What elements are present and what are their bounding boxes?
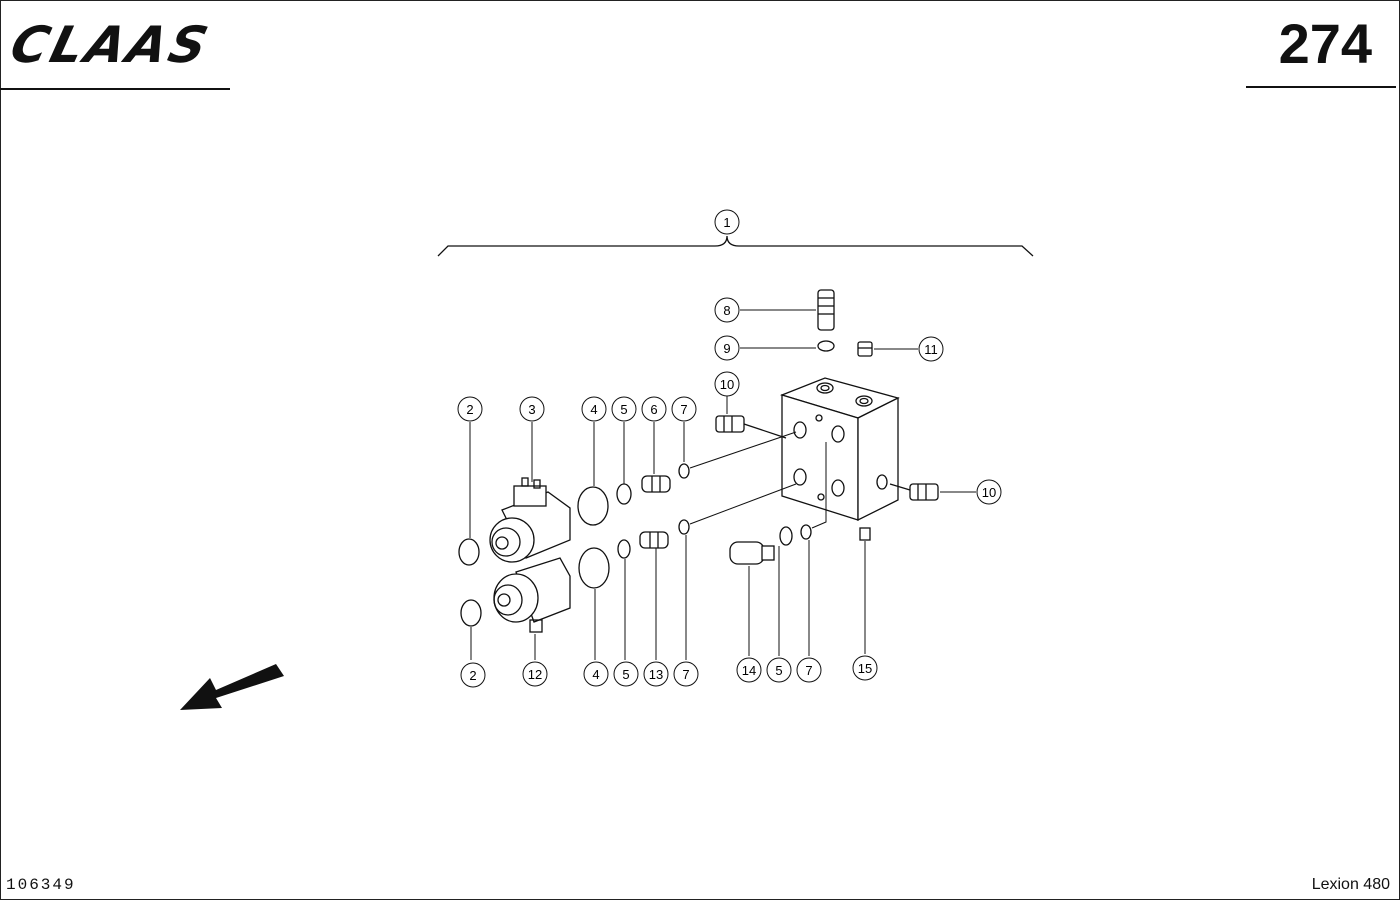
callout-number: 7: [680, 402, 687, 417]
callout-number: 3: [528, 402, 535, 417]
leader-lines: [469, 309, 976, 660]
header-rule-left: [0, 88, 230, 90]
part-6-cartridge: [641, 475, 671, 493]
callout-7-right: 7: [796, 657, 822, 683]
callout-4-upper: 4: [581, 396, 607, 422]
part-11-plug: [857, 341, 873, 357]
part-2-seal-lower: [460, 599, 482, 627]
callout-number: 7: [805, 663, 812, 678]
callout-6: 6: [641, 396, 667, 422]
callout-number: 5: [775, 663, 782, 678]
axis-line-lower: [689, 483, 797, 525]
callout-2-upper: 2: [457, 396, 483, 422]
callout-1: 1: [714, 209, 740, 235]
callout-number: 8: [723, 303, 730, 318]
part-7-seal-mid: [678, 519, 690, 535]
part-13-cartridge: [639, 531, 669, 549]
part-7-seal-right: [800, 524, 812, 540]
callout-10-left: 10: [714, 371, 740, 397]
callout-3: 3: [519, 396, 545, 422]
callout-number: 9: [723, 341, 730, 356]
part-8-fitting: [817, 289, 835, 331]
part-14-valve: [729, 541, 775, 565]
header-rule-right: [1246, 86, 1396, 88]
callout-8: 8: [714, 297, 740, 323]
callout-4-lower: 4: [583, 661, 609, 687]
callout-number: 14: [742, 663, 756, 678]
callout-layer: 1 2 2 3 4 4 5 5 5 6 7 7 7 8 9 10 10 11 1…: [457, 209, 1002, 688]
part-9-seal: [817, 340, 835, 352]
document-number: 106349: [6, 876, 76, 894]
callout-number: 15: [858, 661, 872, 676]
valve-block: [780, 377, 900, 522]
part-2-seal-upper: [458, 538, 480, 566]
callout-number: 7: [682, 667, 689, 682]
part-10-fitting-left: [715, 415, 787, 439]
callout-number: 2: [469, 668, 476, 683]
callout-number: 5: [620, 402, 627, 417]
callout-number: 13: [649, 667, 663, 682]
axis-line-right: [811, 442, 827, 529]
part-10-fitting-right: [889, 483, 939, 501]
callout-number: 6: [650, 402, 657, 417]
callout-15: 15: [852, 655, 878, 681]
callout-2-lower: 2: [460, 662, 486, 688]
callout-13: 13: [643, 661, 669, 687]
callout-number: 10: [982, 485, 996, 500]
callout-number: 4: [590, 402, 597, 417]
part-4-ring-upper: [577, 486, 609, 526]
callout-5-upper: 5: [611, 396, 637, 422]
callout-7-mid: 7: [673, 661, 699, 687]
callout-5-right: 5: [766, 657, 792, 683]
callout-9: 9: [714, 335, 740, 361]
callout-5-mid: 5: [613, 661, 639, 687]
axis-line-upper: [689, 431, 797, 469]
callout-number: 1: [723, 215, 730, 230]
part-5-seal-right: [779, 526, 793, 546]
callout-number: 4: [592, 667, 599, 682]
part-15-plug: [859, 527, 871, 541]
callout-number: 2: [466, 402, 473, 417]
part-4-ring-lower: [578, 547, 610, 589]
callout-7-upper: 7: [671, 396, 697, 422]
part-5-seal-mid: [617, 539, 631, 559]
callout-14: 14: [736, 657, 762, 683]
direction-arrow: [180, 664, 284, 710]
callout-10-right: 10: [976, 479, 1002, 505]
assembly-bracket: [437, 235, 1034, 257]
part-3-solenoid: [489, 477, 571, 563]
machine-model: Lexion 480: [1311, 876, 1390, 893]
callout-number: 11: [924, 342, 938, 357]
part-12-solenoid: [493, 557, 571, 633]
page-number: 274: [1278, 12, 1372, 75]
callout-12: 12: [522, 661, 548, 687]
callout-number: 10: [720, 377, 734, 392]
callout-11: 11: [918, 336, 944, 362]
callout-number: 5: [622, 667, 629, 682]
part-5-seal-upper: [616, 483, 632, 505]
part-7-seal-upper: [678, 463, 690, 479]
callout-number: 12: [528, 667, 542, 682]
